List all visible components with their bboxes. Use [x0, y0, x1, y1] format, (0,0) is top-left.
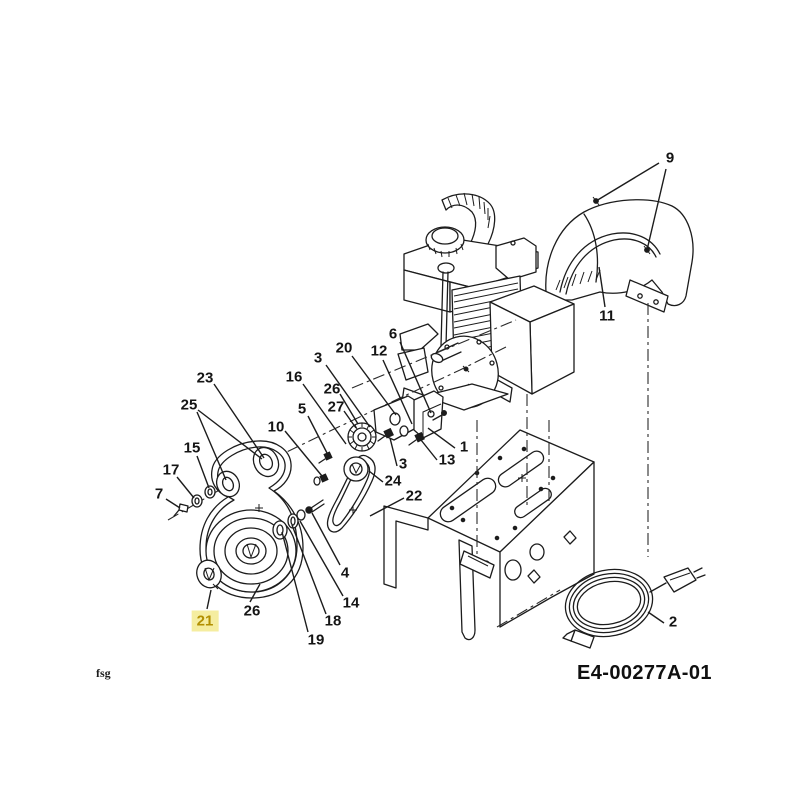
leader-line-11: [598, 266, 606, 308]
leader-line-4: [311, 512, 341, 566]
callout-7[interactable]: 7: [154, 485, 164, 503]
leader-line-18: [291, 524, 327, 615]
callout-2[interactable]: 2: [668, 613, 678, 631]
leader-line-1: [427, 427, 456, 449]
leader-line-22: [369, 497, 405, 517]
callout-13[interactable]: 13: [438, 451, 456, 469]
callout-3b[interactable]: 3: [398, 455, 408, 473]
washer: [399, 425, 409, 437]
oil-cap: [437, 262, 455, 274]
callout-12[interactable]: 12: [370, 342, 388, 360]
lock-washer: [296, 509, 306, 521]
callout-11[interactable]: 11: [599, 307, 615, 325]
leader-line-25: [196, 411, 227, 481]
leader-line-5: [307, 415, 328, 454]
washer: [204, 485, 216, 499]
leader-line-27: [343, 410, 357, 429]
callout-19[interactable]: 19: [307, 631, 325, 649]
leader-line-9: [646, 168, 667, 251]
idler-pulley: [252, 446, 280, 478]
finned-pulley: [347, 422, 377, 452]
leader-line-17: [176, 476, 195, 499]
callout-5[interactable]: 5: [297, 400, 307, 418]
leader-line-25: [197, 409, 263, 460]
leader-line-2: [647, 611, 665, 624]
callout-25[interactable]: 25: [180, 396, 198, 414]
bolt: [408, 431, 425, 446]
callout-17[interactable]: 17: [162, 461, 180, 479]
callout-26a[interactable]: 26: [323, 380, 341, 398]
leader-line-26a: [339, 393, 359, 425]
idler-bracket: [373, 395, 419, 441]
callout-26b[interactable]: 26: [243, 602, 261, 620]
leader-line-9: [595, 162, 660, 202]
callout-20[interactable]: 20: [335, 339, 353, 357]
leader-line-19: [281, 531, 309, 633]
engine-assembly: [397, 192, 575, 413]
bolt: [313, 473, 329, 486]
callout-4[interactable]: 4: [340, 564, 350, 582]
leader-line-3b: [389, 437, 398, 467]
callout-18[interactable]: 18: [324, 612, 342, 630]
belt-cover: [545, 196, 694, 313]
leader-line-12: [382, 359, 413, 425]
leader-lines: [165, 162, 667, 633]
screw: [432, 410, 447, 421]
leader-line-16: [302, 383, 347, 445]
leader-line-23: [213, 383, 265, 459]
washer: [272, 520, 288, 540]
leader-line-3a: [325, 364, 371, 428]
callout-3a[interactable]: 3: [313, 349, 323, 367]
watermark-text: fsg: [96, 666, 111, 680]
leader-line-15: [196, 455, 210, 489]
leader-line-14: [299, 520, 344, 597]
callout-27[interactable]: 27: [327, 398, 345, 416]
washer: [191, 494, 203, 508]
leader-line-24: [368, 470, 384, 483]
callout-21[interactable]: 21: [191, 610, 219, 632]
leader-line-6: [399, 341, 432, 414]
bolt: [305, 499, 325, 514]
callout-10[interactable]: 10: [267, 418, 285, 436]
power-cord: [562, 567, 706, 649]
leader-line-26b: [249, 583, 261, 603]
callout-9[interactable]: 9: [665, 149, 675, 167]
callout-22[interactable]: 22: [405, 487, 423, 505]
frame-chassis: [383, 429, 595, 641]
hub-cap-disc: [196, 559, 222, 590]
leader-line-10: [284, 430, 323, 477]
idler-pulley-small: [343, 456, 369, 482]
callout-16[interactable]: 16: [285, 368, 303, 386]
pulley-bracket-assembly: [173, 440, 325, 599]
callout-14[interactable]: 14: [342, 594, 360, 612]
screw: [318, 451, 333, 464]
leader-line-20: [351, 355, 397, 416]
callout-1[interactable]: 1: [459, 438, 469, 456]
diagram-part-number: E4-00277A-01: [577, 662, 712, 684]
bolt: [377, 427, 394, 442]
leader-line-7: [165, 498, 181, 509]
callout-15[interactable]: 15: [183, 439, 201, 457]
callout-6[interactable]: 6: [388, 325, 398, 343]
callout-24[interactable]: 24: [384, 472, 402, 490]
callout-23[interactable]: 23: [196, 369, 214, 387]
leader-line-21: [206, 589, 212, 610]
leader-line-13: [420, 439, 438, 461]
idler-belt-cluster: [313, 390, 447, 533]
